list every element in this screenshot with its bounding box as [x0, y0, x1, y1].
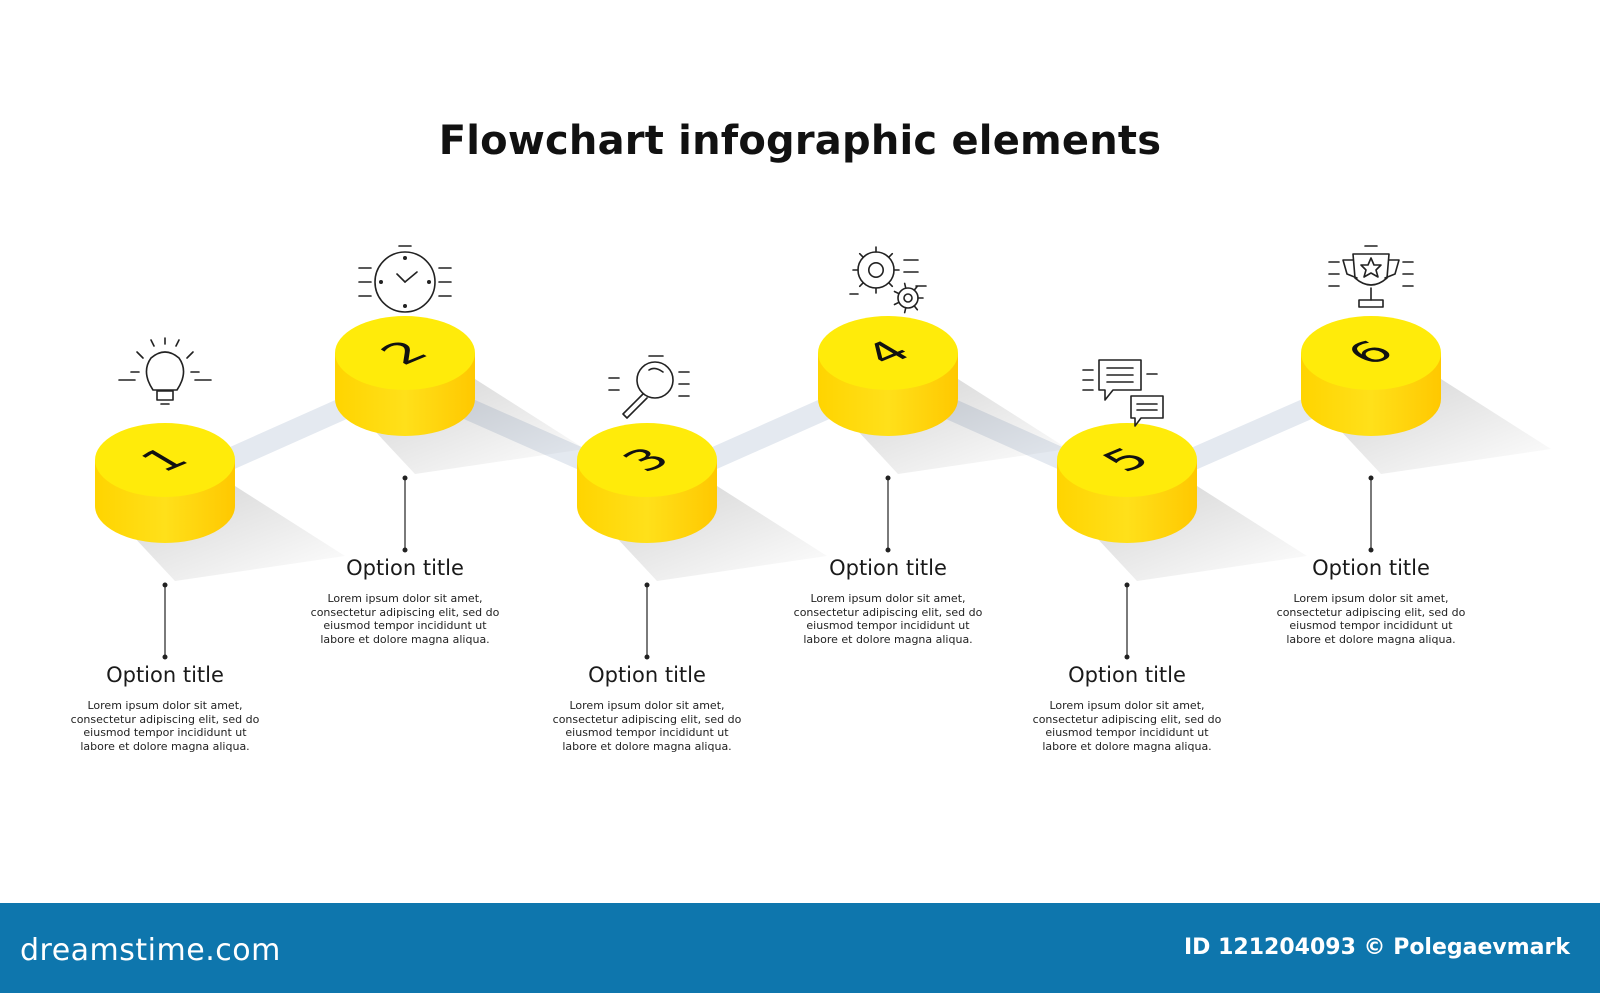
step-cylinder-3: 3 — [577, 423, 717, 543]
description-line: consectetur adipiscing elit, sed do — [1276, 605, 1466, 619]
image-credit: ID 121204093 © Polegaevmark — [1184, 935, 1570, 960]
description-line: consectetur adipiscing elit, sed do — [793, 605, 983, 619]
step-description-2: Lorem ipsum dolor sit amet,consectetur a… — [295, 592, 515, 646]
description-line: Lorem ipsum dolor sit amet, — [1293, 592, 1449, 605]
description-line: eiusmod tempor incididunt ut — [323, 619, 487, 632]
step-title-5: Option title — [1068, 663, 1186, 687]
step-description-6: Lorem ipsum dolor sit amet,consectetur a… — [1261, 592, 1481, 646]
step-title-6: Option title — [1312, 556, 1430, 580]
description-line: consectetur adipiscing elit, sed do — [70, 712, 260, 726]
description-line: consectetur adipiscing elit, sed do — [1032, 712, 1222, 726]
step-cylinder-5: 5 — [1057, 423, 1197, 543]
cylinder-top — [95, 423, 235, 497]
step-description-5: Lorem ipsum dolor sit amet,consectetur a… — [1017, 699, 1237, 753]
description-line: Lorem ipsum dolor sit amet, — [327, 592, 483, 605]
description-line: Lorem ipsum dolor sit amet, — [87, 699, 243, 712]
chat-icon — [1082, 359, 1164, 427]
step-title-2: Option title — [346, 556, 464, 580]
step-description-1: Lorem ipsum dolor sit amet,consectetur a… — [55, 699, 275, 753]
leader-line-4 — [885, 475, 891, 553]
step-cylinder-6: 6 — [1301, 316, 1441, 436]
description-line: eiusmod tempor incididunt ut — [806, 619, 970, 632]
description-line: eiusmod tempor incididunt ut — [1045, 726, 1209, 739]
description-line: labore et dolore magna aliqua. — [80, 739, 250, 753]
cylinder-top — [818, 316, 958, 390]
description-line: Lorem ipsum dolor sit amet, — [810, 592, 966, 605]
clock-icon — [358, 245, 452, 313]
description-line: eiusmod tempor incididunt ut — [1289, 619, 1453, 632]
cylinder-top — [335, 316, 475, 390]
description-line: eiusmod tempor incididunt ut — [565, 726, 729, 739]
step-description-3: Lorem ipsum dolor sit amet,consectetur a… — [537, 699, 757, 753]
magnifier-icon — [608, 355, 690, 419]
step-cylinder-1: 1 — [95, 423, 235, 543]
leader-line-5 — [1124, 582, 1130, 660]
step-title-1: Option title — [106, 663, 224, 687]
page-title: Flowchart infographic elements — [438, 118, 1162, 164]
cylinder-top — [577, 423, 717, 497]
brand-logo[interactable]: dreamstime.com — [20, 933, 281, 968]
leader-line-6 — [1368, 475, 1374, 553]
leader-line-1 — [162, 582, 168, 660]
leader-line-2 — [402, 475, 408, 553]
description-line: consectetur adipiscing elit, sed do — [552, 712, 742, 726]
description-line: labore et dolore magna aliqua. — [1042, 739, 1212, 753]
leader-line-3 — [644, 582, 650, 660]
step-title-4: Option title — [829, 556, 947, 580]
cylinder-top — [1057, 423, 1197, 497]
description-line: Lorem ipsum dolor sit amet, — [1049, 699, 1205, 712]
description-line: labore et dolore magna aliqua. — [1286, 632, 1456, 646]
gears-icon — [849, 246, 927, 314]
description-line: labore et dolore magna aliqua. — [562, 739, 732, 753]
cylinder-top — [1301, 316, 1441, 390]
description-line: labore et dolore magna aliqua. — [320, 632, 490, 646]
description-line: Lorem ipsum dolor sit amet, — [569, 699, 725, 712]
lightbulb-icon — [118, 337, 212, 405]
step-cylinder-2: 2 — [335, 316, 475, 436]
trophy-icon — [1328, 245, 1414, 308]
description-line: consectetur adipiscing elit, sed do — [310, 605, 500, 619]
description-line: eiusmod tempor incididunt ut — [83, 726, 247, 739]
description-line: labore et dolore magna aliqua. — [803, 632, 973, 646]
step-description-4: Lorem ipsum dolor sit amet,consectetur a… — [778, 592, 998, 646]
step-title-3: Option title — [588, 663, 706, 687]
footer-bar: dreamstime.com ID 121204093 © Polegaevma… — [0, 903, 1600, 993]
step-cylinder-4: 4 — [818, 316, 958, 436]
